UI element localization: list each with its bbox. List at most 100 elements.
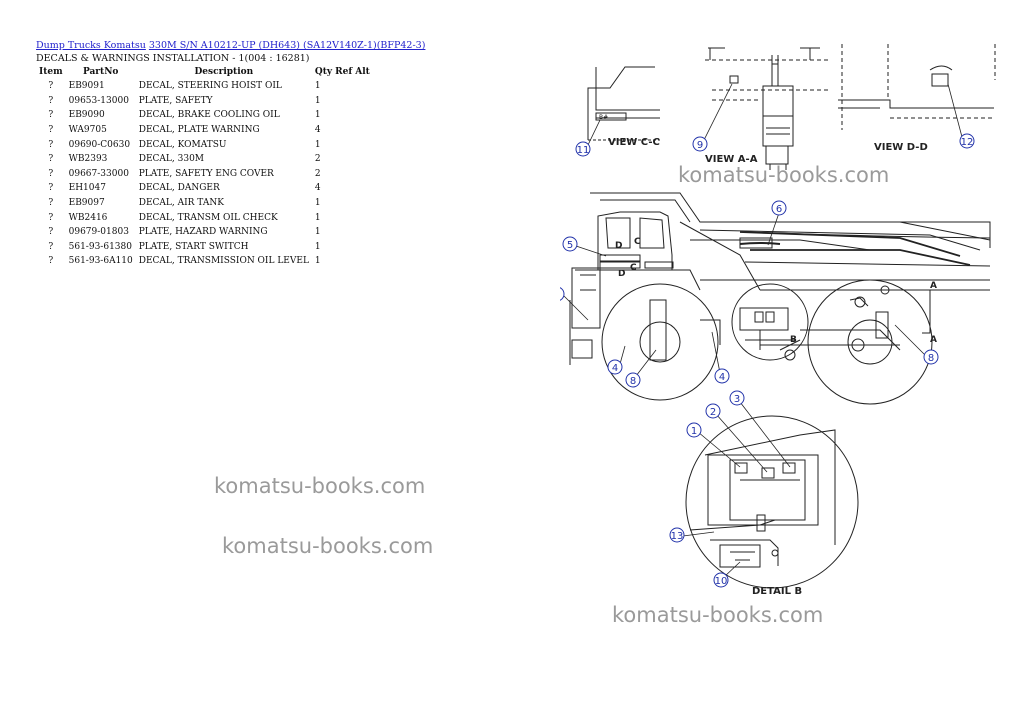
cell-ref xyxy=(332,210,352,225)
view-dd-label: VIEW D-D xyxy=(874,142,928,153)
cell-qty: 2 xyxy=(314,168,321,179)
cell-item: ? xyxy=(48,110,54,121)
cell-ref xyxy=(332,108,352,123)
cell-description: PLATE, START SWITCH xyxy=(138,241,249,252)
cell-item: ? xyxy=(48,139,54,150)
header-description: Description xyxy=(194,67,254,77)
callout-8-right: 8 xyxy=(928,353,934,364)
cell-partno: 561-93-6A110 xyxy=(68,256,133,267)
view-aa-drawing xyxy=(705,47,830,170)
cell-alt xyxy=(352,225,373,240)
callout-2: 2 xyxy=(710,407,716,418)
cell-item: ? xyxy=(48,227,54,238)
callout-11: 11 xyxy=(577,145,590,156)
cell-item: ? xyxy=(48,256,54,267)
cell-qty: 1 xyxy=(314,227,321,238)
callout-1: 1 xyxy=(691,426,697,437)
callout-11-circle xyxy=(575,141,591,157)
cell-alt xyxy=(352,94,373,109)
callout-6: 6 xyxy=(776,204,782,215)
cell-ref xyxy=(332,225,352,240)
callout-10-circle xyxy=(713,572,729,588)
callout-8-circle-left xyxy=(625,372,641,388)
callout-8-left: 8 xyxy=(630,376,636,387)
cell-partno: 561-93-61380 xyxy=(68,241,132,252)
callout-12: 12 xyxy=(961,137,974,148)
callout-4-right: 4 xyxy=(719,372,725,383)
breadcrumb-link-model[interactable]: 330M S/N A10212-UP (DH643) (SA12V140Z-1)… xyxy=(148,40,426,51)
cell-qty: 1 xyxy=(314,110,321,121)
cell-description: DECAL, BRAKE COOLING OIL xyxy=(138,110,280,121)
callout-4-circle-right xyxy=(714,368,730,384)
callout-5: 5 xyxy=(567,240,573,251)
breadcrumb: Dump Trucks Komatsu 330M S/N A10212-UP (… xyxy=(36,40,425,51)
cell-partno: WB2416 xyxy=(68,212,108,223)
cell-qty: 1 xyxy=(314,256,321,267)
header-item: Item xyxy=(39,67,63,77)
section-mark-c2: C xyxy=(630,263,637,273)
cell-item: ? xyxy=(48,168,54,179)
cell-qty: 4 xyxy=(314,125,321,136)
cell-partno: EB9090 xyxy=(68,110,105,121)
cell-description: PLATE, SAFETY ENG COVER xyxy=(138,168,274,179)
cell-partno: EB9091 xyxy=(68,81,105,92)
header-qty: Qty xyxy=(314,67,333,77)
watermark-text: komatsu-books.com xyxy=(678,163,890,187)
callout-3: 3 xyxy=(734,394,740,405)
cell-description: DECAL, DANGER xyxy=(138,183,220,194)
cell-partno: WB2393 xyxy=(68,154,108,165)
watermark-text: komatsu-books.com xyxy=(214,474,426,498)
cell-partno: 09667-33000 xyxy=(68,168,129,179)
cell-alt xyxy=(352,108,373,123)
cell-alt xyxy=(352,181,373,196)
cell-item: ? xyxy=(48,212,54,223)
cell-alt xyxy=(352,210,373,225)
truck-side-view xyxy=(569,192,991,405)
cell-item: ? xyxy=(48,198,54,209)
callout-3-circle xyxy=(729,390,745,406)
callout-5-circle xyxy=(562,236,578,252)
cell-partno: 09653-13000 xyxy=(68,95,129,106)
cell-item: ? xyxy=(48,241,54,252)
parts-diagram: B# xyxy=(560,44,996,597)
cell-alt xyxy=(352,167,373,182)
cell-ref xyxy=(332,181,352,196)
watermark-text: komatsu-books.com xyxy=(612,603,824,627)
callout-1-circle xyxy=(686,422,702,438)
cell-description: PLATE, SAFETY xyxy=(138,95,213,106)
section-mark-c1: C xyxy=(634,237,641,247)
header-ref: Ref xyxy=(335,67,353,77)
cell-item: ? xyxy=(48,154,54,165)
callout-6-circle xyxy=(771,200,787,216)
cell-description: DECAL, AIR TANK xyxy=(138,198,224,209)
cell-alt xyxy=(352,123,373,138)
cell-description: DECAL, PLATE WARNING xyxy=(138,125,260,136)
cell-qty: 1 xyxy=(314,95,321,106)
callout-7-circle xyxy=(560,287,565,301)
cell-alt xyxy=(352,79,373,94)
breadcrumb-link-dump-trucks[interactable]: Dump Trucks Komatsu xyxy=(36,40,146,51)
cell-ref xyxy=(332,196,352,211)
section-mark-a2: A xyxy=(930,335,937,345)
detail-b-drawing xyxy=(685,415,859,589)
cell-description: DECAL, 330M xyxy=(138,154,205,165)
cell-ref xyxy=(332,152,352,167)
cell-qty: 1 xyxy=(314,198,321,209)
cell-ref xyxy=(332,167,352,182)
cell-alt xyxy=(352,196,373,211)
header-partno: PartNo xyxy=(82,67,119,77)
cell-alt xyxy=(352,137,373,152)
cell-ref xyxy=(332,79,352,94)
leader-lines xyxy=(563,83,963,578)
cell-description: PLATE, HAZARD WARNING xyxy=(138,227,268,238)
parts-table: Item PartNo Description Qty Ref Alt ?EB9… xyxy=(36,66,373,269)
cell-partno: WA9705 xyxy=(68,125,107,136)
section-mark-b: B xyxy=(790,335,797,345)
view-aa-label: VIEW A-A xyxy=(705,154,758,165)
cell-description: DECAL, KOMATSU xyxy=(138,139,227,150)
